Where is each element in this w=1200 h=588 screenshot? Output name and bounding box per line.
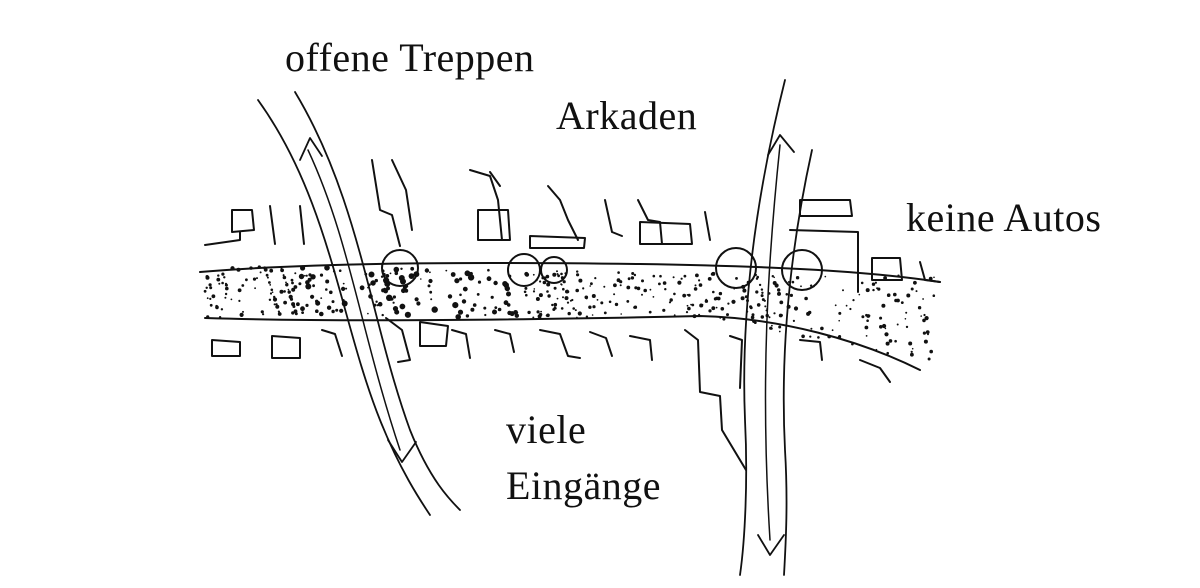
upper-buildings (204, 159, 941, 293)
label-many-entrances-line2: Eingänge (506, 463, 662, 508)
street-stipple (203, 265, 936, 361)
lower-buildings (211, 317, 891, 471)
trees (381, 247, 823, 291)
left-arrow-head-bottom (387, 439, 417, 463)
right-path-inner (782, 149, 813, 576)
left-path-outer (257, 99, 431, 516)
street-edge-bottom (204, 315, 921, 371)
label-many-entrances-line1: viele (506, 407, 587, 452)
label-no-cars: keine Autos (906, 195, 1102, 240)
left-path-inner (294, 91, 461, 511)
right-path-outer (739, 79, 786, 576)
right-path-arrow-line (764, 144, 781, 541)
street-edge-top (199, 261, 941, 283)
label-open-stairs: offene Treppen (285, 35, 535, 80)
right-arrow-head-top (767, 134, 795, 156)
label-arcades: Arkaden (556, 93, 698, 138)
left-arrow-head-top (299, 137, 323, 161)
right-arrow-head-bottom (757, 534, 785, 556)
left-path-arrow-line (307, 149, 401, 451)
